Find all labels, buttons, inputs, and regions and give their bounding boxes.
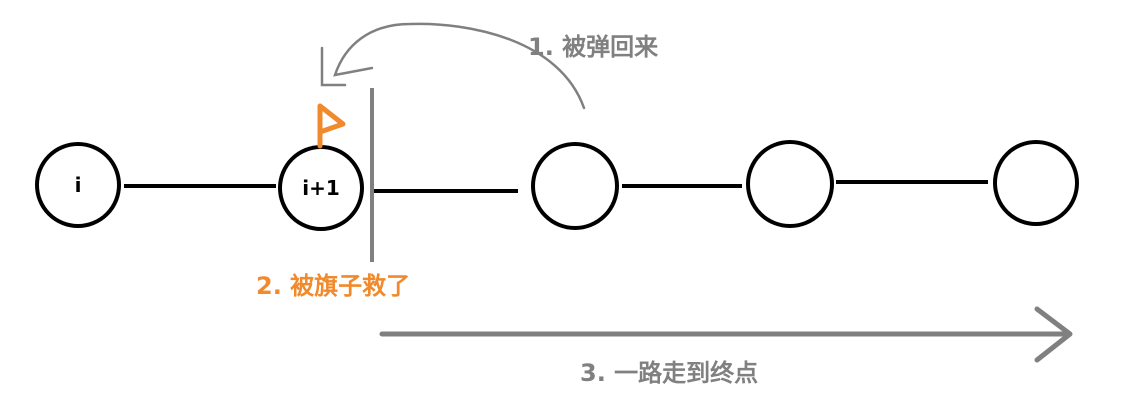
node-circle xyxy=(531,142,619,230)
node-4 xyxy=(746,140,834,228)
annotation-bounce: 1. 被弹回来 xyxy=(528,33,659,61)
node-circle xyxy=(746,140,834,228)
flag-icon xyxy=(317,103,346,149)
walk-arrow xyxy=(379,306,1073,363)
node-circle xyxy=(993,140,1079,226)
bounce-arrow-head xyxy=(320,46,347,87)
node-i: i xyxy=(35,142,121,228)
annotation-saved: 2. 被旗子救了 xyxy=(256,272,410,300)
node-i-plus-1: i+1 xyxy=(278,145,364,231)
node-5 xyxy=(993,140,1079,226)
node-label: i+1 xyxy=(302,176,340,200)
annotation-walk: 3. 一路走到终点 xyxy=(580,359,758,387)
node-3 xyxy=(531,142,619,230)
node-circle xyxy=(35,142,121,228)
bounce-arrow-curve xyxy=(333,22,586,110)
node-label: i xyxy=(75,173,82,197)
